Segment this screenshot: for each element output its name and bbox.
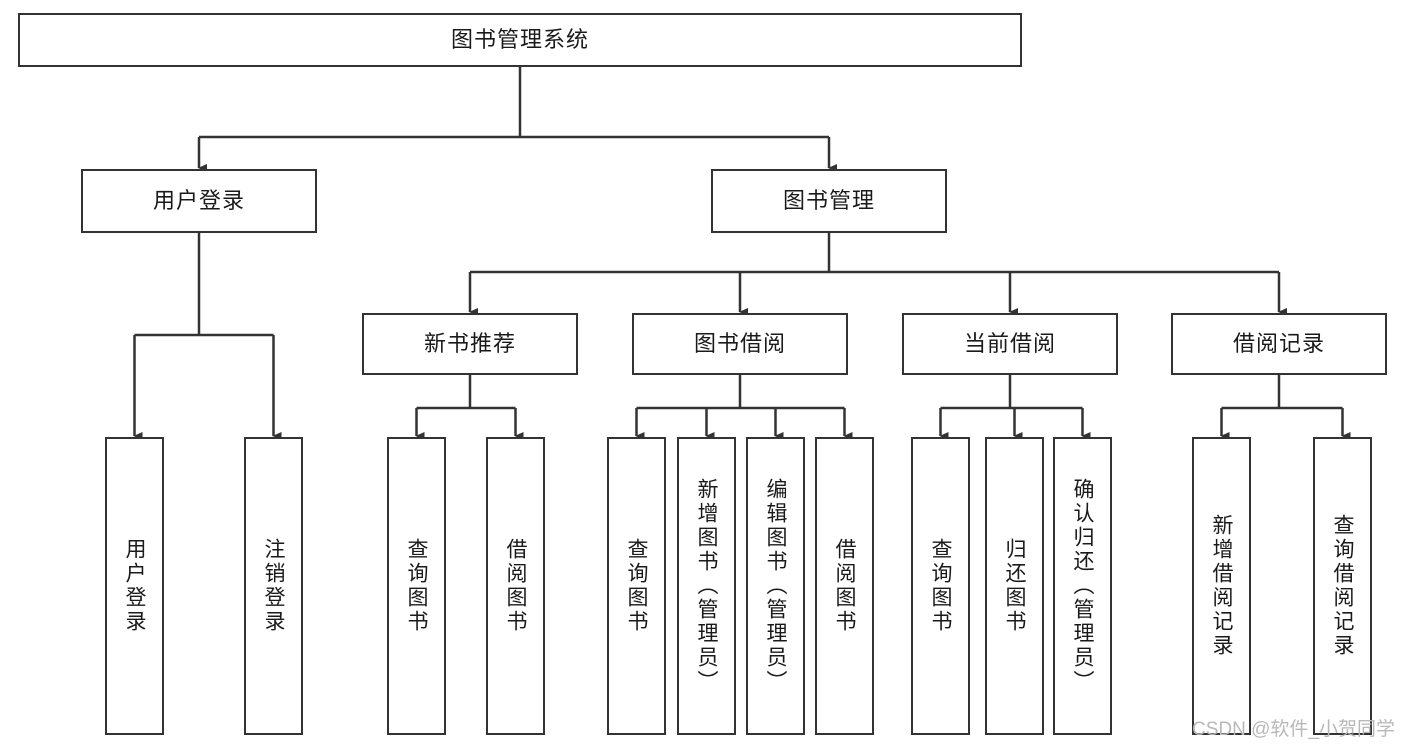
node-label: 新增借阅记录 bbox=[1210, 514, 1233, 658]
node-leaf-query-book-2[interactable]: 查询图书 bbox=[607, 437, 666, 735]
node-label: 用户登录 bbox=[123, 538, 146, 634]
node-leaf-borrow-book-2[interactable]: 借阅图书 bbox=[815, 437, 874, 735]
node-book-mgmt[interactable]: 图书管理 bbox=[711, 169, 947, 233]
node-label: 借阅记录 bbox=[1232, 331, 1325, 356]
tree-connectors bbox=[133, 67, 1351, 440]
node-leaf-confirm-return[interactable]: 确认归还（管理员） bbox=[1053, 437, 1112, 735]
node-label: 借阅图书 bbox=[833, 538, 856, 634]
node-label: 新书推荐 bbox=[423, 331, 516, 356]
node-label: 归还图书 bbox=[1003, 538, 1026, 634]
node-label: 图书管理 bbox=[782, 188, 875, 213]
node-leaf-user-login[interactable]: 用户登录 bbox=[105, 437, 164, 735]
node-leaf-return-book[interactable]: 归还图书 bbox=[985, 437, 1044, 735]
node-label: 编辑图书（管理员） bbox=[764, 478, 787, 694]
node-leaf-query-record[interactable]: 查询借阅记录 bbox=[1313, 437, 1372, 735]
node-label: 图书借阅 bbox=[693, 331, 786, 356]
node-label: 图书管理系统 bbox=[450, 27, 589, 52]
node-book-borrow[interactable]: 图书借阅 bbox=[632, 313, 848, 375]
node-leaf-edit-book[interactable]: 编辑图书（管理员） bbox=[746, 437, 805, 735]
node-new-book-rec[interactable]: 新书推荐 bbox=[362, 313, 578, 375]
node-leaf-query-book-3[interactable]: 查询图书 bbox=[911, 437, 970, 735]
node-root[interactable]: 图书管理系统 bbox=[18, 13, 1022, 67]
node-label: 新增图书（管理员） bbox=[695, 478, 718, 694]
node-label: 当前借阅 bbox=[963, 331, 1056, 356]
node-leaf-add-book[interactable]: 新增图书（管理员） bbox=[677, 437, 736, 735]
node-borrow-record[interactable]: 借阅记录 bbox=[1171, 313, 1387, 375]
node-label: 借阅图书 bbox=[504, 538, 527, 634]
node-leaf-add-record[interactable]: 新增借阅记录 bbox=[1192, 437, 1251, 735]
node-label: 查询图书 bbox=[625, 538, 648, 634]
node-label: 查询图书 bbox=[405, 538, 428, 634]
node-leaf-user-logout[interactable]: 注销登录 bbox=[244, 437, 303, 735]
node-label: 注销登录 bbox=[262, 538, 285, 634]
node-leaf-borrow-book-1[interactable]: 借阅图书 bbox=[486, 437, 545, 735]
node-leaf-query-book-1[interactable]: 查询图书 bbox=[387, 437, 446, 735]
node-label: 查询图书 bbox=[929, 538, 952, 634]
node-label: 确认归还（管理员） bbox=[1071, 478, 1094, 694]
node-user-login[interactable]: 用户登录 bbox=[81, 169, 317, 233]
node-label: 用户登录 bbox=[152, 188, 245, 213]
node-current-borrow[interactable]: 当前借阅 bbox=[902, 313, 1118, 375]
node-label: 查询借阅记录 bbox=[1331, 514, 1354, 658]
